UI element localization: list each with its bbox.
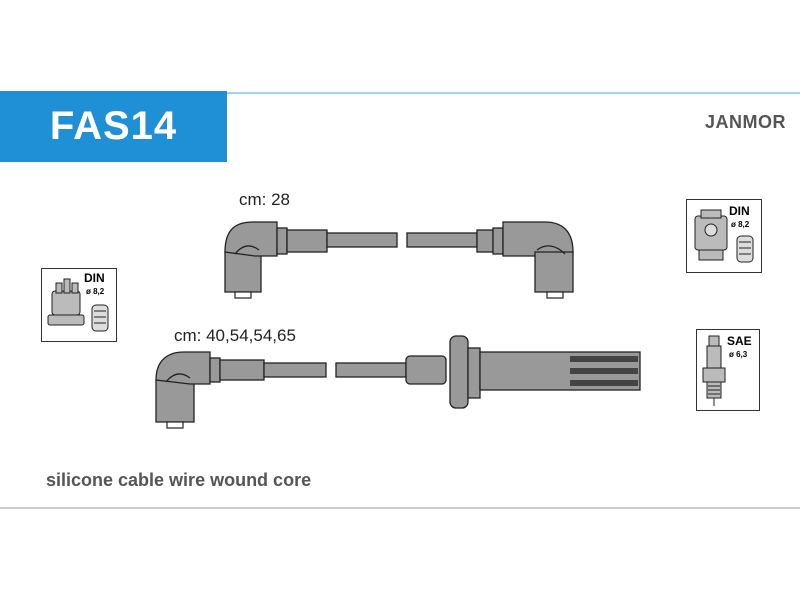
left-boot-collar — [276, 227, 288, 255]
right-boot — [534, 251, 574, 293]
plug-boot-sleeve — [219, 359, 265, 381]
plug-boot-top — [155, 351, 211, 385]
right-boot-collar — [492, 227, 504, 255]
long-cable-diagram — [155, 335, 641, 429]
distributor-standard: DIN — [84, 271, 105, 285]
coil-standard: DIN — [729, 204, 750, 218]
cable-segment-b — [335, 362, 407, 378]
short-cable-length: cm: 28 — [239, 190, 291, 209]
coil-boot-ring — [467, 347, 481, 399]
part-code-badge — [0, 91, 227, 162]
spark-plug-diameter: ø 6,3 — [729, 350, 748, 359]
right-cable-segment — [406, 232, 478, 248]
brand-name: JANMOR — [704, 112, 786, 132]
distributor-diameter: ø 8,2 — [86, 287, 105, 296]
footer-rule — [0, 507, 800, 509]
short-cable-diagram — [224, 221, 574, 299]
distributor-cap-icon — [47, 278, 109, 332]
coil-diameter: ø 8,2 — [731, 220, 750, 229]
coil-boot-flange — [449, 335, 469, 409]
left-cable-segment — [326, 232, 398, 248]
plug-boot — [155, 379, 195, 423]
left-boot-top — [224, 221, 278, 257]
coil-boot-neck — [405, 355, 447, 385]
long-cable-lengths: cm: 40,54,54,65 — [174, 326, 296, 345]
left-boot — [224, 251, 262, 293]
right-boot-sleeve — [476, 229, 494, 253]
spark-plug-icon — [702, 335, 726, 406]
part-code: FAS14 — [49, 104, 178, 148]
coil-connector-box: DIN ø 8,2 — [686, 199, 762, 273]
plug-boot-collar — [209, 357, 221, 383]
header-rule — [227, 92, 800, 94]
spark-plug-standard: SAE — [727, 334, 752, 348]
cable-segment-a — [263, 362, 327, 378]
distributor-connector-box: DIN ø 8,2 — [41, 268, 117, 342]
ignition-coil-icon — [694, 209, 754, 263]
cable-description: silicone cable wire wound core — [46, 470, 312, 490]
spark-plug-connector-box: SAE ø 6,3 — [696, 329, 760, 411]
left-boot-sleeve — [286, 229, 328, 253]
